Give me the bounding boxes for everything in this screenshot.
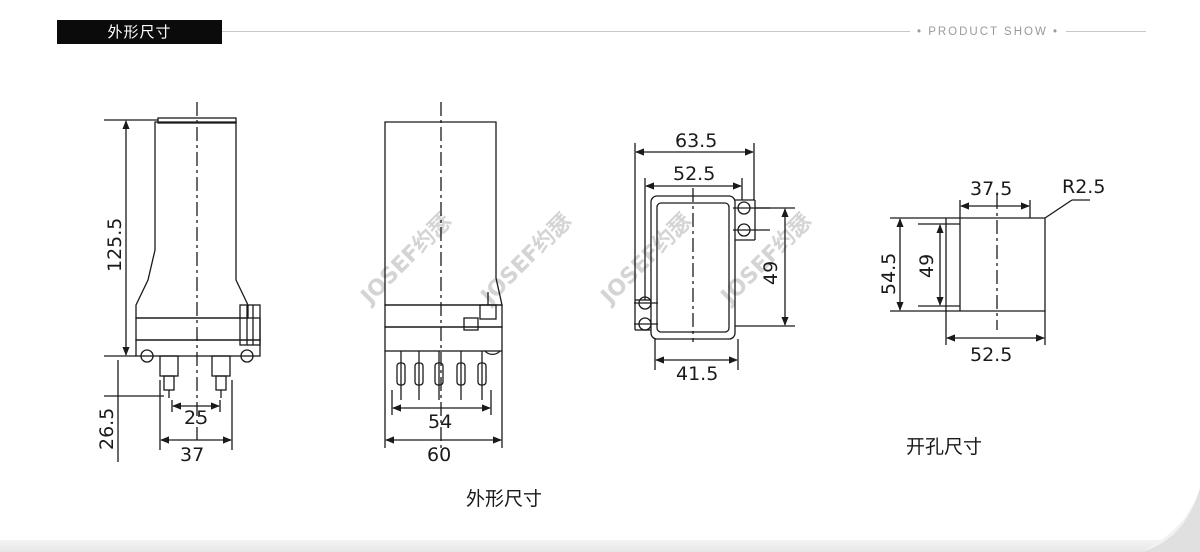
dim-cut-inner-height: 49	[916, 254, 938, 278]
caption-cutout-dimensions: 开孔尺寸	[906, 436, 983, 458]
front-view	[384, 102, 503, 448]
dim-top-height: 49	[760, 261, 782, 285]
dim-cut-top-width: 37.5	[970, 178, 1012, 200]
bottom-band	[0, 540, 1200, 552]
dim-top-outer-width: 63.5	[675, 130, 717, 152]
dot-right: •	[1053, 26, 1060, 38]
watermark-4: JOSEF约瑟	[714, 208, 816, 310]
dim-side-pin-length: 26.5	[96, 408, 118, 450]
dim-cut-outer-height: 54.5	[878, 253, 900, 295]
dim-front-pin-span: 54	[428, 411, 452, 433]
header-divider-right	[1066, 31, 1146, 32]
dim-cut-radius: R2.5	[1062, 176, 1105, 198]
product-show-label: • PRODUCT SHOW •	[908, 22, 1068, 42]
dim-front-width: 60	[427, 444, 451, 466]
header-divider	[222, 31, 910, 32]
product-show-text: PRODUCT SHOW	[928, 26, 1048, 38]
section-title-tab: 外形尺寸	[57, 20, 222, 44]
dim-top-inner-width: 52.5	[673, 163, 715, 185]
dim-side-pin-spacing: 25	[184, 407, 208, 429]
dim-side-height: 125.5	[104, 218, 126, 272]
side-view	[104, 102, 261, 462]
dim-top-bottom-width: 41.5	[676, 363, 718, 385]
watermark-2: JOSEF约瑟	[474, 208, 576, 310]
dim-cut-bottom-width: 52.5	[970, 344, 1012, 366]
cutout-view	[890, 195, 1090, 345]
caption-outline-dimensions: 外形尺寸	[466, 488, 543, 510]
top-view	[634, 143, 795, 370]
dim-side-base-width: 37	[180, 444, 204, 466]
page-curl-decoration	[1140, 488, 1200, 552]
dot-left: •	[916, 26, 923, 38]
